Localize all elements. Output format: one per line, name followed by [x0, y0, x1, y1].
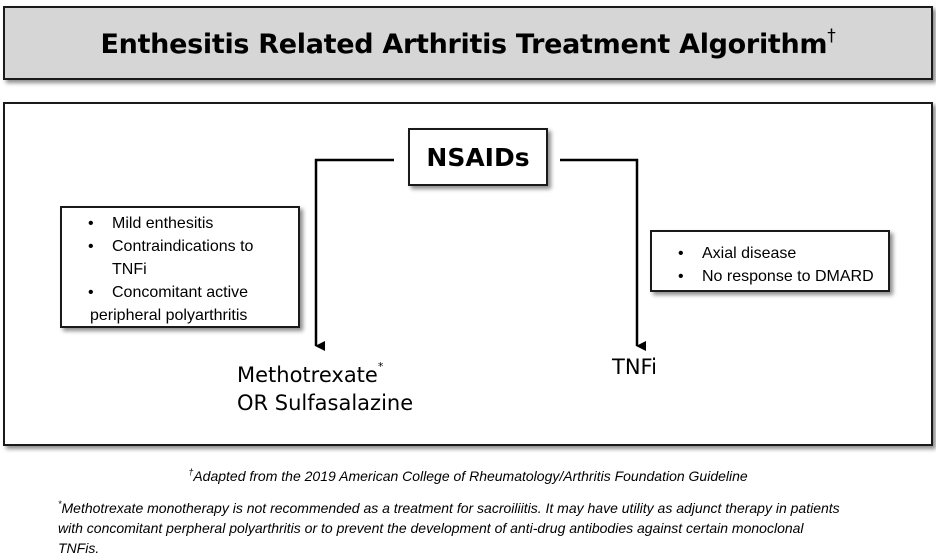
list-item: No response to DMARD	[652, 265, 888, 288]
list-item: Contraindications to TNFi	[62, 235, 298, 281]
left-criteria-box: Mild enthesitis Contraindications to TNF…	[60, 206, 300, 328]
criteria-text: Contraindications to	[112, 238, 254, 255]
criteria-text: No response to DMARD	[702, 268, 874, 285]
asterisk-mark: *	[58, 499, 62, 509]
list-item: Concomitant active peripheral polyarthri…	[62, 281, 298, 327]
footnote-text: Methotrexate monotherapy is not recommen…	[61, 500, 840, 516]
title-dagger-mark: †	[827, 26, 836, 46]
criteria-text: Mild enthesitis	[112, 215, 214, 232]
left-criteria-list: Mild enthesitis Contraindications to TNF…	[62, 212, 298, 327]
footnote-text: TNFis.	[58, 540, 100, 556]
outcome-line: OR Sulfasalazine	[237, 391, 414, 415]
outcome-line: Methotrexate	[237, 363, 378, 387]
outcome-line: TNFi	[612, 355, 657, 379]
dagger-footnote: †Adapted from the 2019 American College …	[0, 462, 936, 486]
asterisk-footnote: *Methotrexate monotherapy is not recomme…	[58, 494, 908, 558]
nsaids-label: NSAIDs	[426, 142, 530, 172]
right-criteria-box: Axial disease No response to DMARD	[650, 230, 890, 292]
nsaids-node: NSAIDs	[408, 128, 548, 186]
criteria-text: Concomitant active	[112, 284, 249, 301]
page-title: Enthesitis Related Arthritis Treatment A…	[101, 26, 836, 60]
criteria-text-cont: TNFi	[112, 261, 147, 278]
list-item: Mild enthesitis	[62, 212, 298, 235]
footnote-text: Adapted from the 2019 American College o…	[193, 468, 748, 484]
tnfi-outcome: TNFi	[612, 353, 657, 381]
right-criteria-list: Axial disease No response to DMARD	[652, 242, 888, 288]
methotrexate-outcome: Methotrexate* OR Sulfasalazine	[237, 353, 413, 417]
dagger-mark: †	[188, 467, 194, 477]
asterisk-mark: *	[377, 360, 384, 373]
criteria-text: Axial disease	[702, 245, 797, 262]
list-item: Axial disease	[652, 242, 888, 265]
footnote-text: with concomitant perpheral polyarthritis…	[58, 520, 804, 536]
title-text: Enthesitis Related Arthritis Treatment A…	[100, 29, 828, 60]
title-banner: Enthesitis Related Arthritis Treatment A…	[3, 6, 933, 80]
criteria-text-cont: peripheral polyarthritis	[90, 307, 248, 324]
